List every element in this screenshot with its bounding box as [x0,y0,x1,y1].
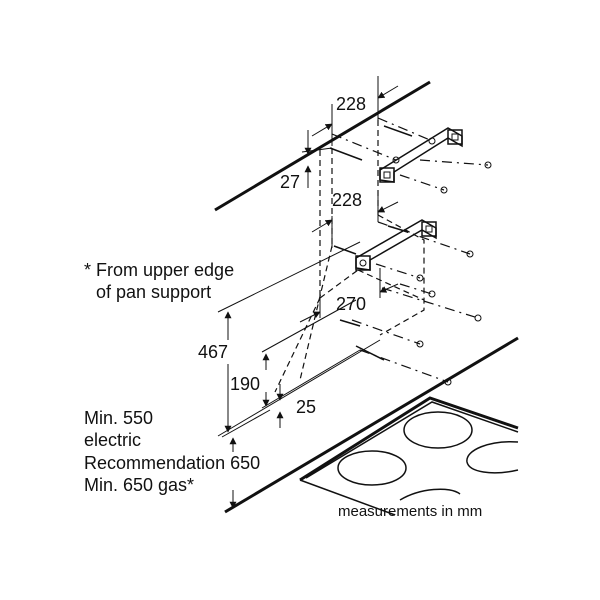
dim-190-label: 190 [230,374,260,394]
dim-228-top-label: 228 [336,94,366,114]
ref-line-467-bottom [221,409,271,438]
dim-467-label: 467 [198,342,228,362]
cooktop-ring-4 [399,488,461,501]
note-upper-edge-line1: * From upper edge [84,260,234,280]
units-note: measurements in mm [338,503,482,520]
cooktop-ring-2 [337,450,407,486]
dim-270 [299,268,399,323]
cooktop-ring-3 [466,441,519,474]
dim-27-label: 27 [280,172,300,192]
screws-lower [339,287,482,386]
note-min-line3: Recommendation 650 [84,453,260,473]
cooktop-ring-1 [403,411,473,449]
dim-228-mid-label: 228 [332,190,362,210]
dim-228-mid [311,190,399,248]
ceiling-line [214,80,431,212]
dim-228-top [311,76,399,146]
note-upper-edge-line2: of pan support [96,282,211,302]
ref-line-upper-edge [217,241,361,313]
ref-line-mid [261,299,357,353]
screws-mid [333,221,474,298]
screws-top [329,117,492,194]
mid-bracket [355,219,437,271]
ref-line-pan-support [217,339,381,437]
note-min-line2: electric [84,430,141,450]
dim-27 [301,130,333,188]
dim-25-label: 25 [296,397,316,417]
top-bracket [379,127,463,183]
worktop-line [224,336,519,514]
dim-270-label: 270 [336,294,366,314]
cooktop [299,396,519,516]
note-min-line4: Min. 650 gas* [84,475,194,495]
note-min-line1: Min. 550 [84,408,153,428]
